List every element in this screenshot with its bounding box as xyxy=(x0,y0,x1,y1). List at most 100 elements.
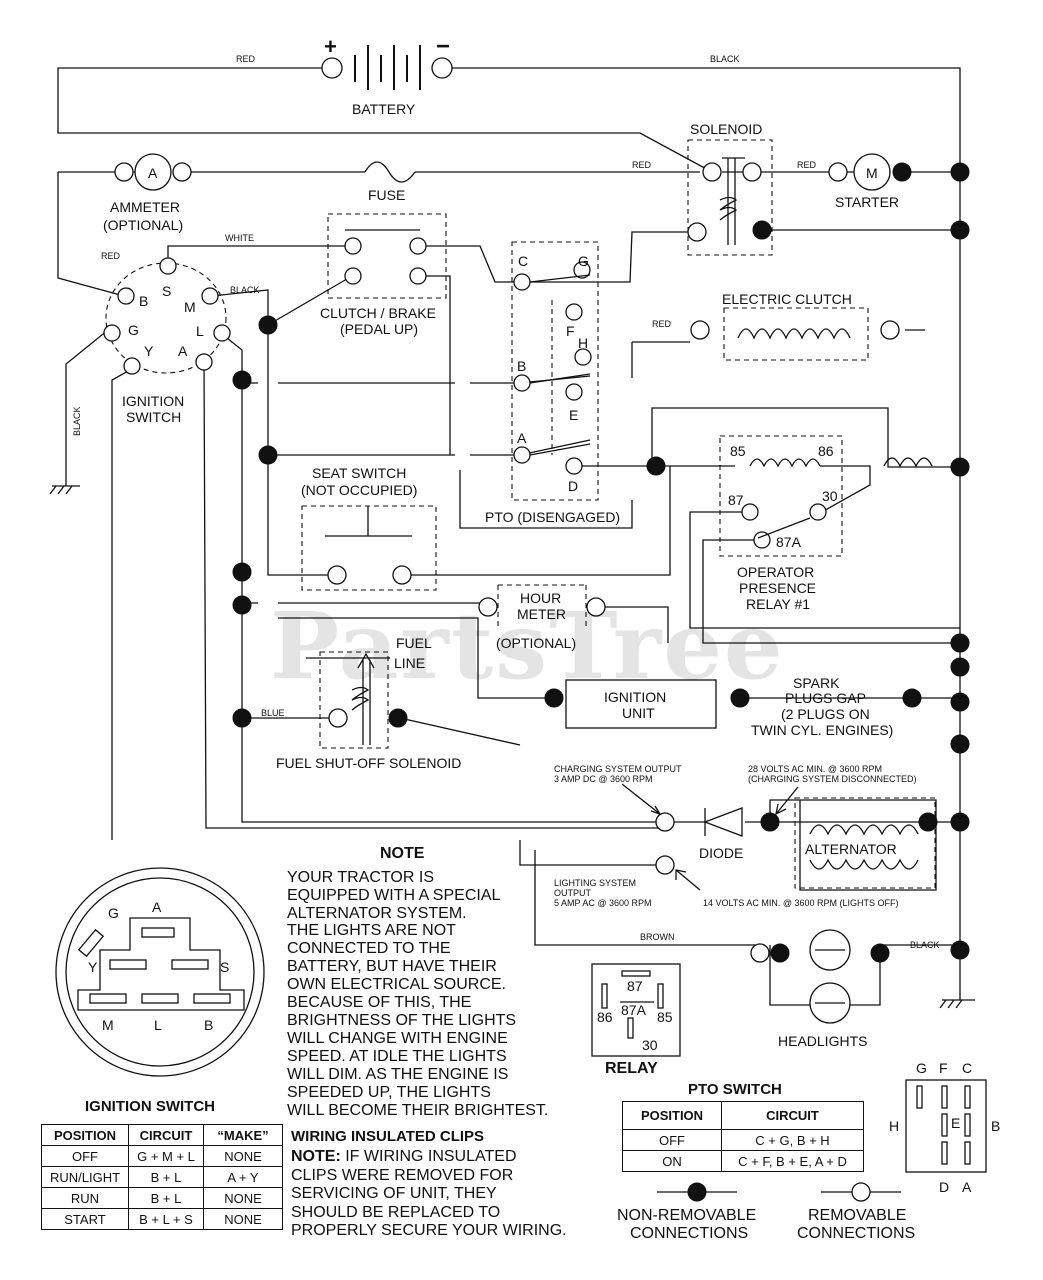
charge-out-2: 3 AMP DC @ 3600 RPM xyxy=(554,774,653,784)
charge-out-1: CHARGING SYSTEM OUTPUT xyxy=(554,764,682,774)
ign-face-a: A xyxy=(152,899,162,915)
ign-face-y: Y xyxy=(88,959,98,975)
note-line: WILL BECOME THEIR BRIGHTEST. xyxy=(287,1102,548,1119)
ign-term-m: M xyxy=(184,299,196,315)
pto-term-b: B xyxy=(517,358,526,374)
ignition-table: POSITION CIRCUIT “MAKE” OFF G + M + L NO… xyxy=(41,1124,283,1230)
solenoid-label: SOLENOID xyxy=(690,121,762,137)
pto-term-f: F xyxy=(566,323,575,339)
note-line: WILL CHANGE WITH ENGINE xyxy=(287,1030,508,1047)
left-bus-nodes xyxy=(232,315,666,728)
ammeter-symbol: A xyxy=(148,165,158,181)
fuel-solenoid-label: FUEL SHUT-OFF SOLENOID xyxy=(276,755,461,771)
solenoid-red-wire: RED xyxy=(632,160,652,170)
ignition-table-title: IGNITION SWITCH xyxy=(85,1098,215,1115)
clips-line: PROPERLY SECURE YOUR WIRING. xyxy=(291,1222,567,1239)
clips-line: IF WIRING INSULATED xyxy=(340,1148,517,1165)
note-body: YOUR TRACTOR IS EQUIPPED WITH A SPECIAL … xyxy=(287,869,548,1119)
fuel-solenoid-box xyxy=(319,651,389,749)
spark-label-2: PLUGS GAP xyxy=(785,690,866,706)
ign-term-y: Y xyxy=(144,343,154,359)
pto-col-circuit: CIRCUIT xyxy=(721,1101,864,1130)
battery-minus: − xyxy=(436,33,450,60)
right-bus-nodes xyxy=(950,162,970,960)
light-ac: 14 VOLTS AC MIN. @ 3600 RPM (LIGHTS OFF) xyxy=(703,898,899,908)
table-cell: C + G, B + H xyxy=(721,1129,864,1151)
ign-face-s: S xyxy=(220,959,229,975)
seat-switch-box xyxy=(301,505,437,591)
table-cell: RUN xyxy=(41,1187,129,1209)
relay-pin-85: 85 xyxy=(657,1009,673,1025)
electric-clutch-label: ELECTRIC CLUTCH xyxy=(722,291,852,307)
legend-fixed-1: NON-REMOVABLE xyxy=(617,1207,756,1224)
battery-pos-wire: RED xyxy=(236,54,256,64)
charge-ac-1: 28 VOLTS AC MIN. @ 3600 RPM xyxy=(748,764,882,774)
starter-red-wire: RED xyxy=(797,160,817,170)
battery-plus: + xyxy=(324,34,337,59)
pto-face-c: C xyxy=(962,1060,972,1076)
hour-meter-label-1: HOUR xyxy=(520,590,561,606)
table-row: RUN/LIGHT B + L A + Y xyxy=(41,1166,283,1188)
ignition-face-inner xyxy=(65,877,255,1067)
seat-switch-label-1: SEAT SWITCH xyxy=(312,465,406,481)
table-cell: ON xyxy=(622,1150,722,1172)
clutch-brake-label-1: CLUTCH / BRAKE xyxy=(320,305,436,321)
table-cell: B + L + S xyxy=(128,1208,204,1230)
ignition-switch-label-1: IGNITION xyxy=(122,393,184,409)
table-cell: RUN/LIGHT xyxy=(41,1166,129,1188)
ign-black-wire: BLACK xyxy=(230,285,260,295)
note-line: THE LIGHTS ARE NOT xyxy=(287,922,456,939)
relay-pinout-label: RELAY xyxy=(605,1060,658,1077)
ignition-table-header: POSITION CIRCUIT “MAKE” xyxy=(41,1124,283,1146)
legend-removable-1: REMOVABLE xyxy=(808,1207,906,1224)
table-cell: B + L xyxy=(128,1187,204,1209)
relay-coil-icon xyxy=(749,458,821,468)
table-row: ON C + F, B + E, A + D xyxy=(622,1150,864,1172)
watermark: PartsTree xyxy=(270,592,785,700)
fuse-icon xyxy=(364,161,416,183)
headlight-black-wire: BLACK xyxy=(910,940,940,950)
alternator-label: ALTERNATOR xyxy=(805,841,897,857)
ign-term-a: A xyxy=(178,343,188,359)
pto-table-title: PTO SWITCH xyxy=(688,1081,782,1098)
ign-col-circuit: CIRCUIT xyxy=(128,1124,204,1146)
relay-pin-30: 30 xyxy=(642,1037,658,1053)
spark-label-4: TWIN CYL. ENGINES) xyxy=(751,722,893,738)
diode-label: DIODE xyxy=(699,845,743,861)
pto-term-g: G xyxy=(578,253,589,269)
table-cell: NONE xyxy=(203,1145,283,1167)
pto-term-d: D xyxy=(568,478,578,494)
pto-col-position: POSITION xyxy=(622,1101,722,1130)
note-line: BATTERY, BUT HAVE THEIR xyxy=(287,958,497,975)
ign-term-b: B xyxy=(139,293,148,309)
table-row: OFF C + G, B + H xyxy=(622,1129,864,1151)
table-cell: G + M + L xyxy=(128,1145,204,1167)
note-line: SPEED. AT IDLE THE LIGHTS xyxy=(287,1048,507,1065)
table-cell: NONE xyxy=(203,1208,283,1230)
electric-clutch-red-wire: RED xyxy=(652,319,672,329)
clutch-coil-icon xyxy=(737,328,851,340)
diode-icon xyxy=(703,807,743,837)
pto-face-box xyxy=(905,1079,987,1173)
relay-label-1: OPERATOR xyxy=(737,564,814,580)
note-line: BRIGHTNESS OF THE LIGHTS xyxy=(287,1012,516,1029)
ign-face-l: L xyxy=(154,1017,162,1033)
table-cell: NONE xyxy=(203,1187,283,1209)
ignition-face-outer xyxy=(55,867,265,1077)
pto-table: POSITION CIRCUIT OFF C + G, B + H ON C +… xyxy=(622,1101,864,1172)
ign-white-wire: WHITE xyxy=(225,233,254,243)
fuel-label-1: FUEL xyxy=(396,635,432,651)
ammeter-sub: (OPTIONAL) xyxy=(103,217,183,233)
ign-face-g: G xyxy=(108,905,119,921)
alternator-coil-upper xyxy=(809,824,919,836)
table-cell: B + L xyxy=(128,1166,204,1188)
clips-line: SHOULD BE REPLACED TO xyxy=(291,1203,501,1221)
note-line: SPEEDED UP, THE LIGHTS xyxy=(287,1084,491,1101)
relay-label-3: RELAY #1 xyxy=(746,596,810,612)
relay-pin-87: 87 xyxy=(627,978,643,994)
pto-face-h: H xyxy=(889,1118,899,1134)
clips-note: NOTE: IF WIRING INSULATED CLIPS WERE REM… xyxy=(291,1148,567,1241)
legend-removable-2: CONNECTIONS xyxy=(797,1225,915,1242)
seat-switch-label-2: (NOT OCCUPIED) xyxy=(301,482,417,498)
